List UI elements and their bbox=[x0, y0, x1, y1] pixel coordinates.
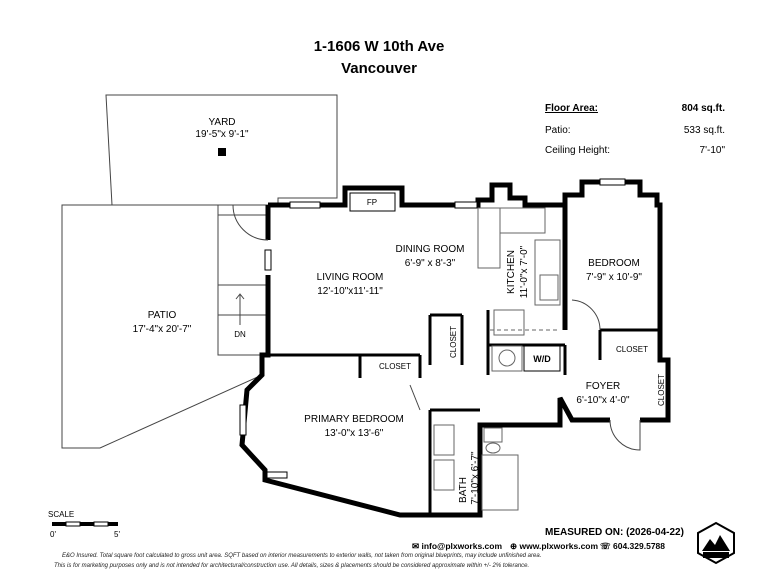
laundry-label: W/D bbox=[533, 354, 551, 364]
contact-web[interactable]: ⊕ www.plxworks.com bbox=[510, 541, 599, 551]
address-line: 1-1606 W 10th Ave bbox=[313, 38, 445, 55]
stat-value: 804 sq.ft. bbox=[681, 103, 725, 114]
disclaimer-line-2: This is for marketing purposes only and … bbox=[54, 563, 530, 569]
web-text: www.plxworks.com bbox=[519, 541, 599, 551]
closet-foyer-label: CLOSET bbox=[657, 374, 666, 406]
room-patio-name: PATIO bbox=[148, 310, 177, 321]
steps bbox=[218, 214, 266, 325]
kitchen-counters bbox=[477, 207, 561, 336]
room-living-dims: 12'-10"x11'-11" bbox=[317, 286, 383, 297]
room-primary-name: PRIMARY BEDROOM bbox=[304, 414, 404, 425]
stat-value: 7'-10" bbox=[699, 145, 725, 156]
yard-marker-icon bbox=[218, 148, 226, 156]
disclaimer-line-1: E&O Insured. Total square foot calculate… bbox=[62, 553, 542, 559]
room-bath-dims: 7'-10"x 6'-7" bbox=[470, 451, 481, 505]
room-primary-dims: 13'-0"x 13'-6" bbox=[325, 428, 384, 439]
interior-walls bbox=[268, 310, 660, 515]
room-dining-name: DINING ROOM bbox=[396, 244, 465, 255]
scale-title: SCALE bbox=[48, 510, 75, 519]
contact-email[interactable]: ✉ info@plxworks.com bbox=[412, 541, 503, 551]
phone-text: 604.329.5788 bbox=[613, 541, 665, 551]
washer-drum-icon bbox=[498, 349, 516, 367]
room-dining-dims: 6'-9" x 8'-3" bbox=[405, 258, 456, 269]
city-line: Vancouver bbox=[341, 60, 417, 77]
exterior-walls bbox=[239, 179, 671, 518]
room-patio-dims: 17'-4"x 20'-7" bbox=[133, 324, 192, 335]
contact-phone[interactable]: ☏ 604.329.5788 bbox=[600, 541, 665, 551]
stat-label: Patio: bbox=[545, 125, 571, 136]
closet-vertical-label: CLOSET bbox=[449, 326, 458, 358]
closet-bedroom-label: CLOSET bbox=[616, 345, 648, 354]
scale-min: 0' bbox=[50, 530, 56, 539]
email-text: info@plxworks.com bbox=[421, 541, 503, 551]
plxworks-logo-icon bbox=[697, 521, 735, 565]
scale-max: 5' bbox=[114, 530, 120, 539]
windows bbox=[239, 178, 626, 479]
room-living-name: LIVING ROOM bbox=[317, 272, 384, 283]
dryer bbox=[523, 345, 561, 372]
measured-on: MEASURED ON: (2026-04-22) bbox=[545, 527, 684, 538]
room-bedroom-name: BEDROOM bbox=[588, 258, 640, 269]
room-yard-dims: 19'-5"x 9'-1" bbox=[195, 129, 249, 140]
washer bbox=[491, 345, 523, 372]
room-bedroom-dims: 7'-9" x 10'-9" bbox=[586, 272, 642, 283]
stat-value: 533 sq.ft. bbox=[683, 125, 725, 136]
fireplace-label: FP bbox=[367, 198, 377, 207]
room-kitchen-name: KITCHEN bbox=[506, 250, 517, 294]
bath-fixtures bbox=[433, 424, 519, 511]
room-foyer-dims: 6'-10"x 4'-0" bbox=[576, 395, 630, 406]
stairs-down-label: DN bbox=[234, 330, 246, 339]
room-foyer-name: FOYER bbox=[586, 381, 620, 392]
stat-label: Floor Area: bbox=[545, 103, 598, 114]
room-yard-name: YARD bbox=[208, 117, 235, 128]
room-kitchen-dims: 11'-0"x 7'-0" bbox=[519, 245, 530, 298]
scale-bar bbox=[52, 521, 118, 527]
fireplace bbox=[349, 192, 396, 212]
door-swings bbox=[232, 204, 641, 451]
stat-label: Ceiling Height: bbox=[545, 145, 611, 156]
closet-main-label: CLOSET bbox=[379, 362, 411, 371]
room-bath-name: BATH bbox=[458, 477, 469, 503]
